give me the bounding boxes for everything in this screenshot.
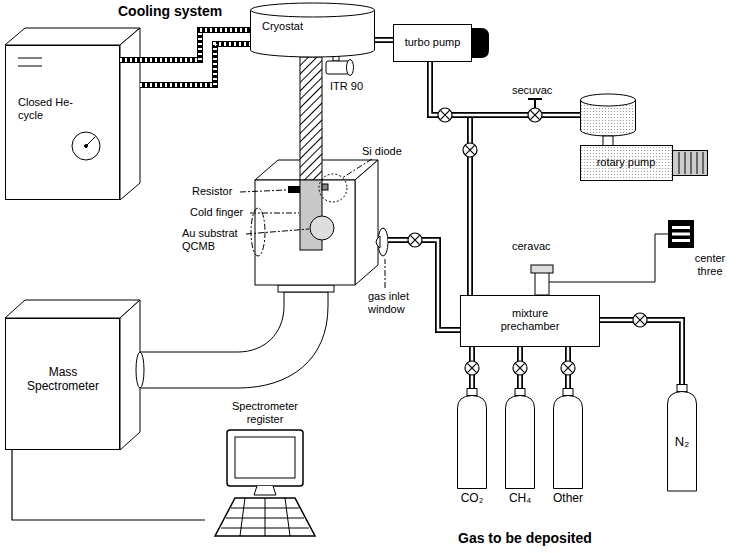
valve-label: secuvac	[512, 84, 552, 97]
gas-cylinder-shape	[550, 388, 586, 506]
valve-symbol	[463, 143, 477, 157]
node-text: Mass Spectrometer	[22, 365, 104, 394]
valve-symbol	[528, 108, 542, 122]
part-label: Au substrat QCMB	[182, 227, 242, 253]
he-cycle-box: Closed He-cycle	[5, 45, 120, 200]
section-title: Cooling system	[118, 3, 222, 20]
gas-cylinder-shape	[454, 388, 490, 506]
rotary-pump: rotary pump	[580, 92, 710, 182]
connector-stroke	[430, 62, 580, 115]
gas-cylinder: N₂	[664, 384, 700, 492]
gas-pipe	[600, 320, 682, 384]
connector-stroke	[375, 39, 393, 42]
turbo-pump-box: turbo pump	[393, 24, 490, 62]
node-text: Cryostat	[262, 20, 332, 33]
cooling-line	[120, 30, 250, 60]
gauge-label: ITR 90	[330, 80, 363, 93]
valve-symbol	[438, 108, 452, 122]
connector-stroke	[375, 37, 393, 43]
he-cycle-box-shape	[6, 46, 121, 201]
cryostat-cylinder: Cryostat	[250, 2, 375, 58]
rotary-pump-shape	[580, 92, 710, 182]
node-text: N₂	[664, 434, 700, 450]
controller-unit: center three	[668, 220, 738, 286]
valve-symbol	[633, 313, 647, 327]
gas-cylinder-shape	[502, 388, 538, 506]
connector-stroke	[120, 30, 250, 60]
section-title: Gas to be deposited	[458, 530, 592, 547]
gas-pipe	[375, 40, 393, 41]
node-text: Other	[544, 491, 592, 505]
node-text: CO₂	[448, 491, 496, 505]
valve-symbol	[465, 361, 479, 375]
connector-stroke	[12, 450, 205, 520]
computer: Spectrometer register	[205, 400, 325, 540]
valve-symbol	[561, 361, 575, 375]
gas-cylinder: CO₂	[454, 388, 490, 506]
mass-spectrometer-box: Mass Spectrometer	[5, 318, 120, 450]
connector-stroke	[430, 62, 580, 115]
mixture-chamber-box: mixture prechamber	[460, 295, 600, 347]
part-label: Si diode	[362, 145, 402, 158]
node-text: Spectrometer register	[225, 400, 305, 426]
connector-stroke	[600, 320, 682, 384]
connector-stroke	[120, 30, 250, 60]
part-label: gas inlet window	[368, 290, 426, 316]
valve-symbol	[513, 361, 527, 375]
valve-symbol	[408, 233, 422, 247]
part-label: Resistor	[192, 185, 232, 198]
gauge-label: ceravac	[512, 240, 551, 253]
node-text: turbo pump	[393, 36, 472, 49]
node-text: CH₄	[496, 491, 544, 505]
connector-stroke	[600, 320, 682, 384]
part-label: Cold finger	[190, 206, 243, 219]
node-text: center three	[686, 252, 734, 278]
node-text: rotary pump	[580, 156, 672, 169]
gas-cylinder: Other	[550, 388, 586, 506]
gas-cylinder: CH₄	[502, 388, 538, 506]
signal-cable	[12, 450, 205, 520]
node-text: mixture prechamber	[490, 307, 570, 333]
gas-pipe	[430, 62, 580, 115]
node-text: Closed He-cycle	[18, 96, 78, 122]
